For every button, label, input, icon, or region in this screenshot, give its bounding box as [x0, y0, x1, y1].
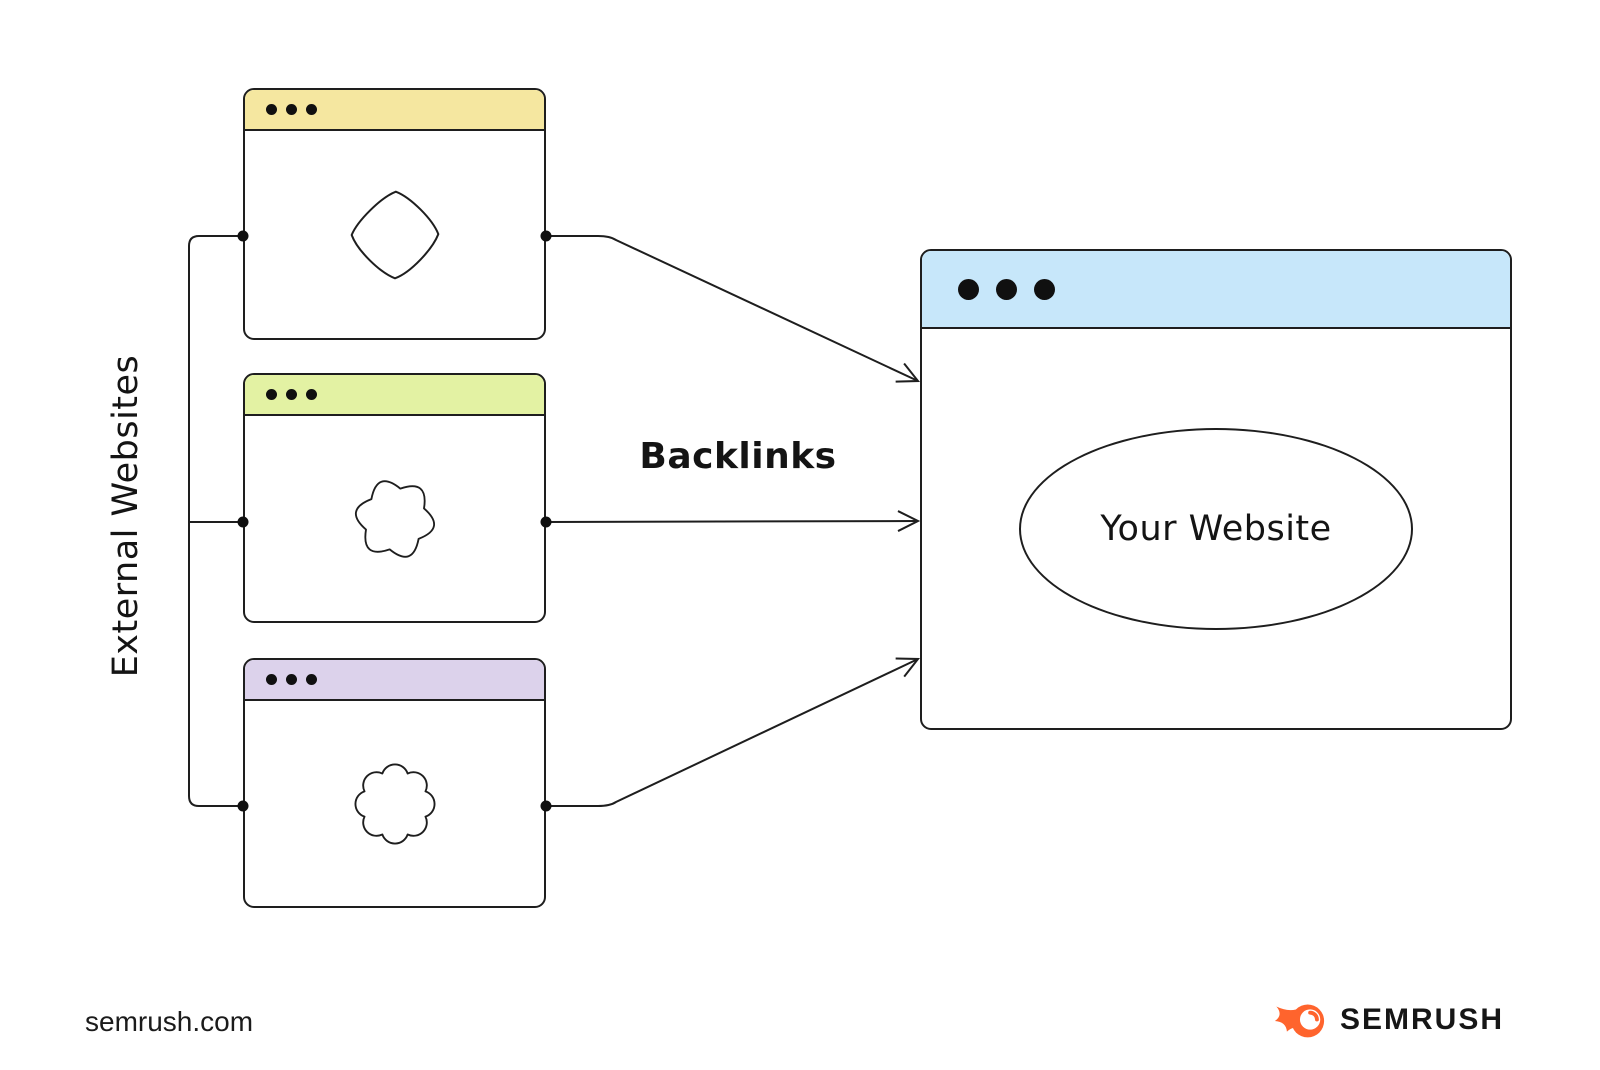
window-control-dot-icon	[958, 278, 979, 300]
window-body	[245, 131, 544, 338]
external-websites-label: External Websites	[106, 354, 146, 678]
backlink-arrow-top	[546, 235, 921, 383]
window-control-dot-icon	[266, 389, 277, 400]
flower-blob-icon	[354, 763, 435, 844]
window-control-dot-icon	[286, 389, 297, 400]
your-website-label: Your Website	[1100, 508, 1332, 549]
window-control-dot-icon	[1034, 278, 1055, 300]
window-control-dot-icon	[266, 674, 277, 685]
backlink-arrow-bottom	[546, 657, 921, 807]
window-control-dot-icon	[996, 278, 1017, 300]
window-titlebar	[922, 251, 1510, 329]
external-website-window-3	[243, 658, 546, 908]
window-control-dot-icon	[286, 674, 297, 685]
window-titlebar	[245, 660, 544, 701]
window-titlebar	[245, 375, 544, 416]
window-body: Your Website	[922, 329, 1510, 728]
your-website-ellipse: Your Website	[1019, 427, 1413, 630]
window-control-dot-icon	[266, 104, 277, 115]
window-control-dot-icon	[306, 674, 317, 685]
window-control-dot-icon	[306, 389, 317, 400]
semrush-logo: SEMRUSH	[1271, 998, 1504, 1042]
window-body	[245, 416, 544, 621]
backlinks-label: Backlinks	[639, 436, 837, 477]
external-group-bracket	[188, 235, 243, 807]
semrush-wordmark: SEMRUSH	[1340, 1003, 1505, 1036]
window-body	[245, 701, 544, 906]
window-control-dot-icon	[286, 104, 297, 115]
diamond-blob-icon	[350, 190, 439, 279]
flame-ball-arc	[1308, 1010, 1319, 1022]
star-blob-icon	[354, 479, 435, 558]
semrush-flame-icon	[1274, 1004, 1325, 1038]
window-control-dot-icon	[306, 104, 317, 115]
external-website-window-2	[243, 373, 546, 623]
window-titlebar	[245, 90, 544, 131]
backlink-arrow-middle	[545, 510, 921, 532]
external-website-window-1	[243, 88, 546, 340]
semrush-url: semrush.com	[85, 1006, 254, 1037]
your-website-window: Your Website	[920, 249, 1512, 730]
